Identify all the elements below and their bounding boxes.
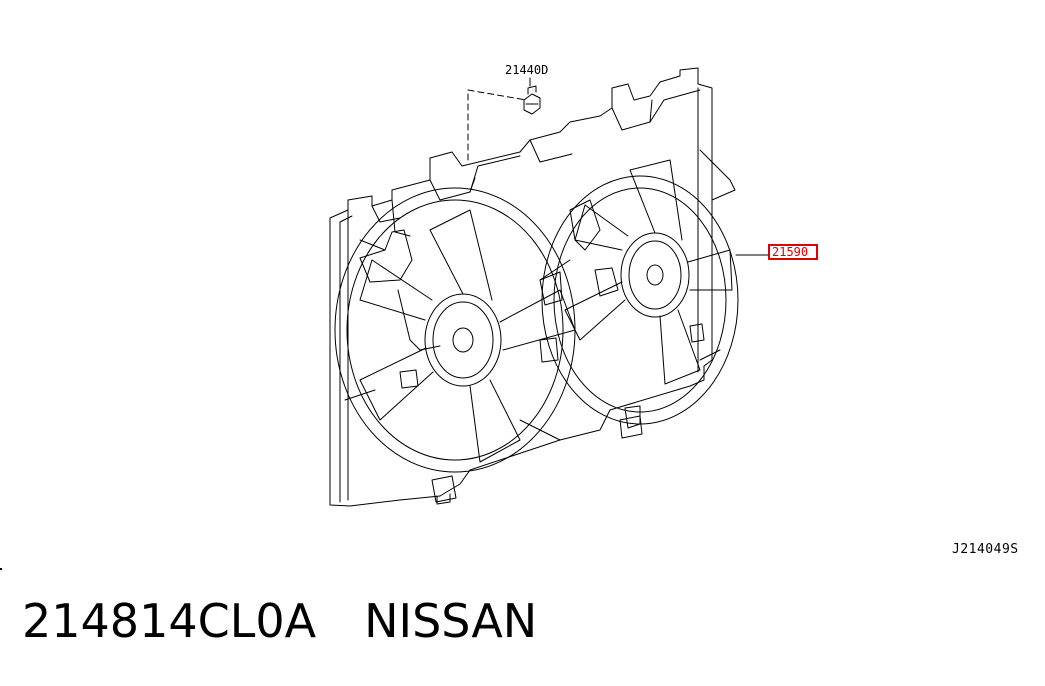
left-fan <box>334 187 576 473</box>
brand-name: NISSAN <box>364 594 538 648</box>
corner-mark <box>0 568 2 570</box>
bottom-mount <box>431 415 643 505</box>
bolt-leader-dashed <box>467 89 527 161</box>
part-number: 214814CL0A <box>22 594 317 648</box>
fan-assembly-callout-highlight[interactable] <box>768 244 818 260</box>
right-fan <box>541 149 739 425</box>
motor-brackets <box>359 199 705 429</box>
fan-shroud-frame <box>329 67 713 507</box>
bolt-21440d <box>523 85 541 115</box>
parts-diagram: 21440D 21590 <box>329 63 818 507</box>
bolt-callout-label: 21440D <box>505 63 548 77</box>
drawing-number: J214049S <box>952 542 1019 557</box>
fan-assembly-callout-label[interactable]: 21590 <box>772 245 808 259</box>
